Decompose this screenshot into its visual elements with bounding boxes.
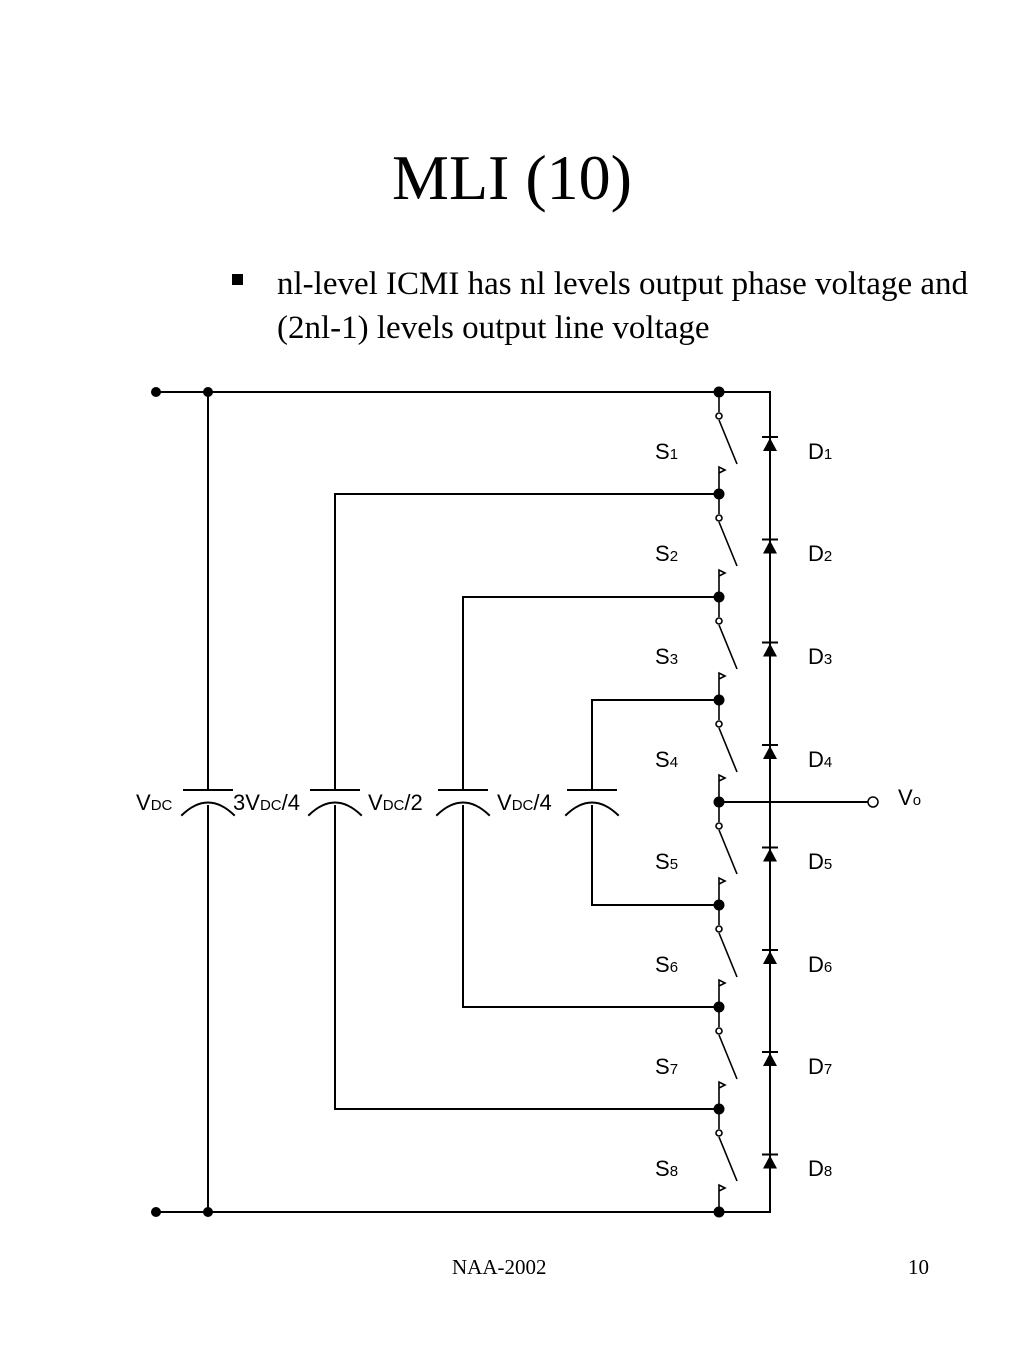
switch-s4: S4 <box>655 700 738 802</box>
diode-d3: D3 <box>762 641 832 669</box>
bullet-square-icon <box>232 274 243 285</box>
switch-s7: S7 <box>655 1007 738 1109</box>
cap3-label: VDC/2 <box>368 790 423 815</box>
cap4-wire-bottom <box>591 805 720 906</box>
cap2-wire-bottom <box>334 805 720 1110</box>
cap1-label: VDC <box>136 790 173 815</box>
diode-d2: D2 <box>762 538 832 566</box>
switch-s1: S1 <box>655 392 738 494</box>
cap2-curved-plate <box>307 801 363 817</box>
diode-d5: D5 <box>762 846 832 874</box>
diode-label: D6 <box>808 952 832 977</box>
diode-d8: D8 <box>762 1153 832 1181</box>
cap2-wire-top <box>334 493 720 791</box>
junction-node-3 <box>713 694 725 706</box>
switch-label: S3 <box>655 644 678 669</box>
switch-label: S2 <box>655 541 678 566</box>
diode-d1: D1 <box>762 436 832 464</box>
output-label: Vo <box>898 785 921 810</box>
diode-label: D1 <box>808 439 832 464</box>
diode-label: D5 <box>808 849 832 874</box>
junction-node-8 <box>713 1206 725 1218</box>
switch-label: S7 <box>655 1054 678 1079</box>
switch-label: S6 <box>655 952 678 977</box>
diode-label: D3 <box>808 644 832 669</box>
switch-s3: S3 <box>655 597 738 700</box>
switch-s5: S5 <box>655 802 738 905</box>
diode-label: D7 <box>808 1054 832 1079</box>
junction-cap1-top <box>203 387 213 397</box>
terminal-bottom-left <box>151 1207 161 1217</box>
switch-s6: S6 <box>655 905 738 1007</box>
cap4-curved-plate <box>564 801 620 817</box>
junction-node-1 <box>713 488 725 500</box>
bullet-text: nl-level ICMI has nl levels output phase… <box>277 266 969 346</box>
diode-d4: D4 <box>762 744 832 772</box>
junction-node-5 <box>713 899 725 911</box>
switch-s2: S2 <box>655 494 738 597</box>
footer-page-number: 10 <box>908 1255 929 1279</box>
cap3-curved-plate <box>435 801 491 817</box>
junction-node-7 <box>713 1103 725 1115</box>
junction-cap1-bottom <box>203 1207 213 1217</box>
cap1-curved-plate <box>180 801 236 817</box>
junction-node-2 <box>713 591 725 603</box>
diode-label: D8 <box>808 1156 832 1181</box>
cap2-label: 3VDC/4 <box>233 790 300 815</box>
diode-label: D4 <box>808 747 832 772</box>
switch-label: S1 <box>655 439 678 464</box>
cap4-label: VDC/4 <box>497 790 552 815</box>
diode-d6: D6 <box>762 949 832 977</box>
footer-author: NAA-2002 <box>452 1255 547 1279</box>
terminal-top-left <box>151 387 161 397</box>
switch-s8: S8 <box>655 1109 738 1212</box>
output-terminal <box>867 796 879 808</box>
junction-node-6 <box>713 1001 725 1013</box>
cap3-wire-top <box>462 596 720 791</box>
cap4-wire-top <box>591 699 720 791</box>
cap3-wire-bottom <box>462 805 720 1008</box>
junction-node-4 <box>713 796 725 808</box>
slide-title: MLI (10) <box>392 142 632 213</box>
junction-node-0 <box>713 386 725 398</box>
diode-label: D2 <box>808 541 832 566</box>
switch-label: S8 <box>655 1156 678 1181</box>
switch-label: S4 <box>655 747 678 772</box>
switch-label: S5 <box>655 849 678 874</box>
diode-d7: D7 <box>762 1051 832 1079</box>
